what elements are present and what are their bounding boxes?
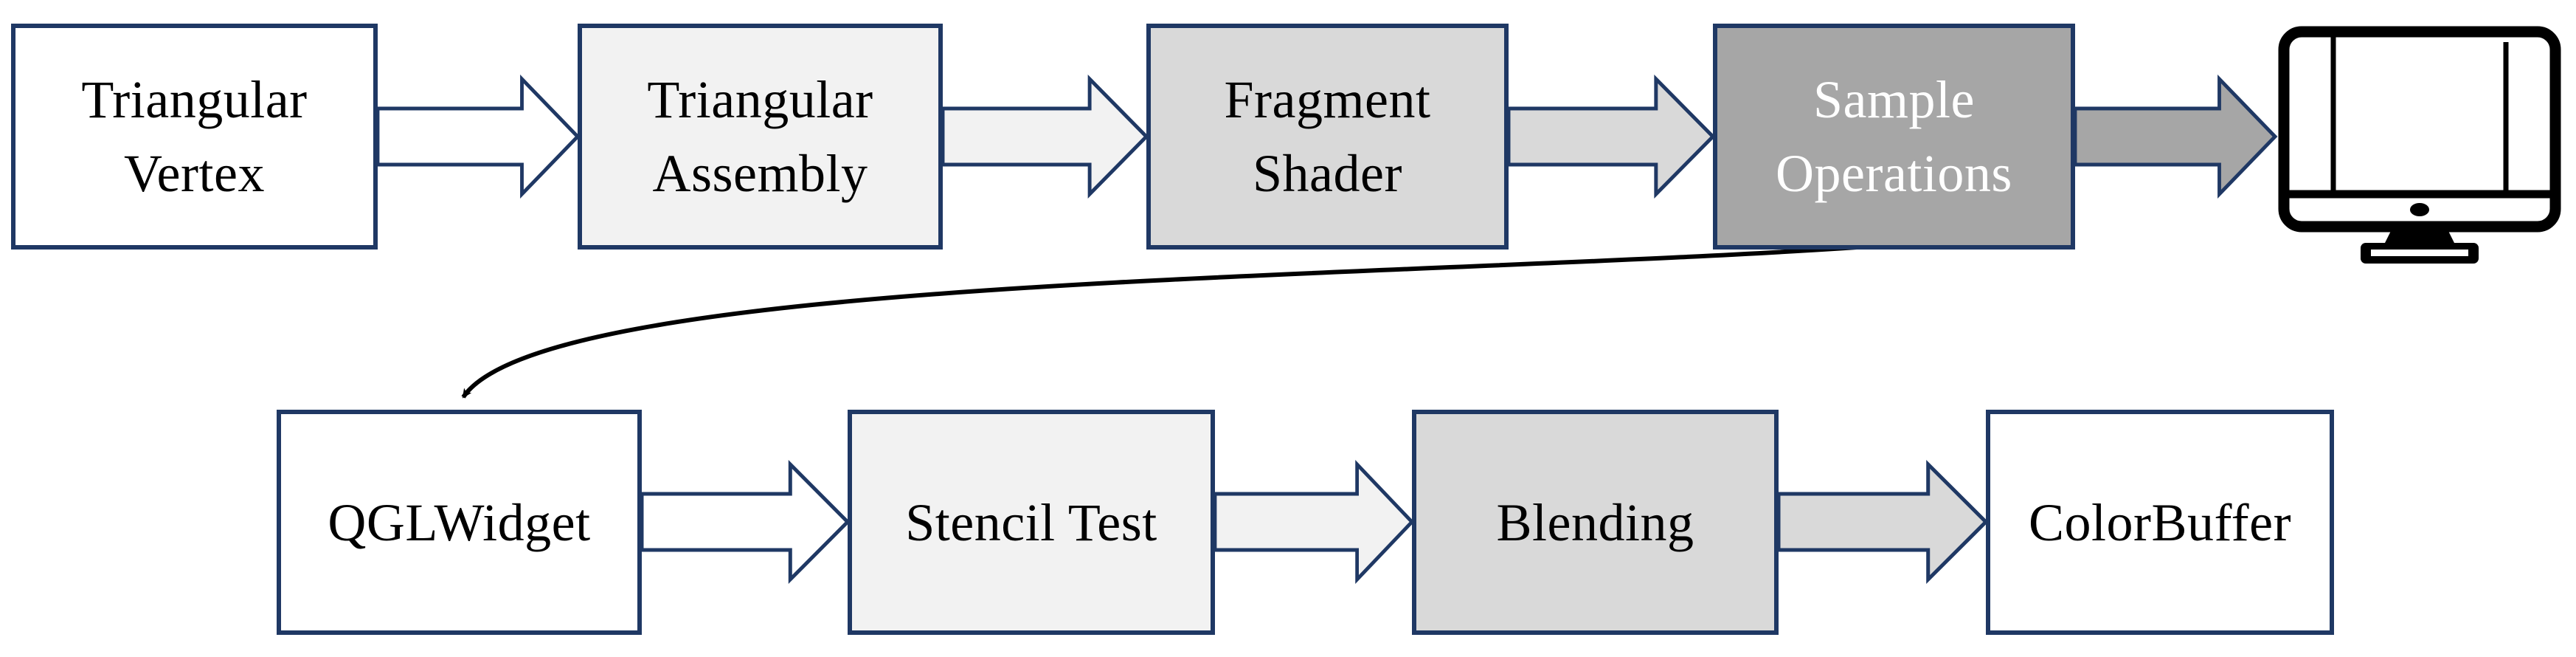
monitor-icon (2278, 26, 2561, 264)
node-label-stencil-test: Stencil Test (905, 492, 1157, 552)
node-stencil-test: Stencil Test (848, 410, 1215, 635)
block-arrow-blending-to-colorbuffer (1776, 459, 1989, 585)
node-fragment-shader: Fragment Shader (1146, 24, 1509, 250)
block-arrow-shader-to-sample (1506, 74, 1716, 199)
block-arrow-shape (941, 74, 1149, 199)
block-arrow-shape (375, 74, 581, 199)
block-arrow-shape (1506, 74, 1716, 199)
block-arrow-assembly-to-shader (941, 74, 1149, 199)
block-arrow-shape (2073, 74, 2278, 199)
block-arrow-vertex-to-assembly (375, 74, 581, 199)
node-qglwidget: QGLWidget (277, 410, 642, 635)
block-arrow-shape (1213, 459, 1415, 585)
connector-path (461, 243, 1889, 399)
node-blending: Blending (1412, 410, 1779, 635)
node-sample-operations: Sample Operations (1713, 24, 2075, 250)
monitor-stand-neck (2384, 225, 2455, 244)
monitor-stand-base-slot (2371, 250, 2468, 256)
node-label-sample-operations: Sample Operations (1776, 70, 2012, 203)
node-label-blending: Blending (1496, 492, 1694, 552)
block-arrow-stencil-to-blending (1213, 459, 1415, 585)
node-colorbuffer: ColorBuffer (1986, 410, 2334, 635)
node-label-triangular-vertex: Triangular Vertex (81, 70, 308, 203)
block-arrow-shape (1776, 459, 1989, 585)
monitor-camera-dot (2410, 203, 2429, 216)
node-label-triangular-assembly: Triangular Assembly (647, 70, 873, 203)
block-arrow-sample-to-monitor (2073, 74, 2278, 199)
block-arrow-shape (640, 459, 851, 585)
node-triangular-vertex: Triangular Vertex (11, 24, 378, 250)
node-label-fragment-shader: Fragment Shader (1224, 70, 1431, 203)
node-label-colorbuffer: ColorBuffer (2028, 492, 2292, 552)
node-label-qglwidget: QGLWidget (328, 492, 591, 552)
node-triangular-assembly: Triangular Assembly (578, 24, 943, 250)
block-arrow-qglwidget-to-stencil (640, 459, 851, 585)
